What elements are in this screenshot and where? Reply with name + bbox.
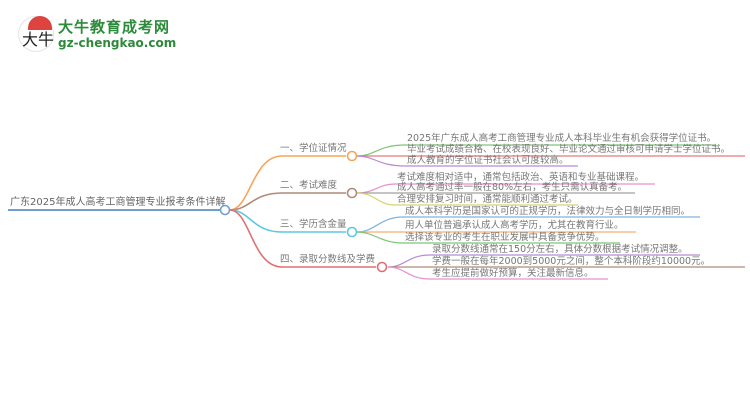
leaf-connector-2-3 [356,192,578,206]
leaf-topic-1-1[interactable]: 2025年广东成人高考工商管理专业成人本科毕业生有机会获得学位证书。 [407,133,717,144]
leaf-topic-1-2[interactable]: 毕业考试成绩合格、在校表现良好、毕业论文通过审核可申请学士学位证书。 [407,144,731,155]
branch-connector-4 [229,209,376,268]
logo-mark-text: 大牛 [22,30,55,49]
leaf-connector-4-3 [387,266,608,280]
leaf-topic-1-3[interactable]: 成人教育的学位证书社会认可度较高。 [407,155,569,166]
site-logo[interactable]: 大牛 大牛教育成考网 gz-chengkao.com [18,14,178,54]
root-topic[interactable]: 广东2025年成人高考工商管理专业报考条件详解 [10,197,226,208]
leaf-topic-3-2[interactable]: 用人单位普遍承认成人高考学历，尤其在教育行业。 [405,220,624,231]
branch-connector-1 [229,155,346,211]
branch-node-toggle-3[interactable] [346,226,358,238]
branch-connector-2 [229,192,346,211]
leaf-topic-4-2[interactable]: 学费一般在每年2000到5000元之间，整个本科阶段约10000元。 [432,256,711,267]
branch-node-toggle-4[interactable] [376,261,388,273]
leaf-topic-2-1[interactable]: 考试难度相对适中，通常包括政治、英语和专业基础课程。 [397,172,645,183]
leaf-topic-4-1[interactable]: 录取分数线通常在150分左右，具体分数根据考试情况调整。 [432,244,688,255]
branch-node-toggle-1[interactable] [346,150,358,162]
leaf-topic-3-3[interactable]: 选择该专业的考生在职业发展中具备竞争优势。 [405,232,605,243]
root-node-toggle[interactable] [219,204,231,216]
leaf-connector-1-3 [356,155,578,167]
logo-title: 大牛教育成考网 [58,18,171,36]
branch-topic-2[interactable]: 二、考试难度 [280,180,338,191]
branch-topic-4[interactable]: 四、录取分数线及学费 [280,254,376,265]
branch-connector-3 [229,209,346,233]
leaf-topic-3-1[interactable]: 成人本科学历是国家认可的正规学历，法律效力与全日制学历相同。 [405,206,691,217]
leaf-topic-2-2[interactable]: 成人高考通过率一般在80%左右，考生只需认真备考。 [397,182,628,193]
logo-seal-icon [28,16,52,30]
leaf-topic-4-3[interactable]: 考生应提前做好预算，关注最新信息。 [432,268,594,279]
logo-url: gz-chengkao.com [58,36,177,50]
leaf-connector-3-3 [356,231,620,244]
branch-node-toggle-2[interactable] [346,187,358,199]
branch-topic-3[interactable]: 三、学历含金量 [280,219,347,230]
branch-topic-1[interactable]: 一、学位证情况 [280,143,347,154]
leaf-topic-2-3[interactable]: 合理安排复习时间，通常能顺利通过考试。 [397,194,578,205]
